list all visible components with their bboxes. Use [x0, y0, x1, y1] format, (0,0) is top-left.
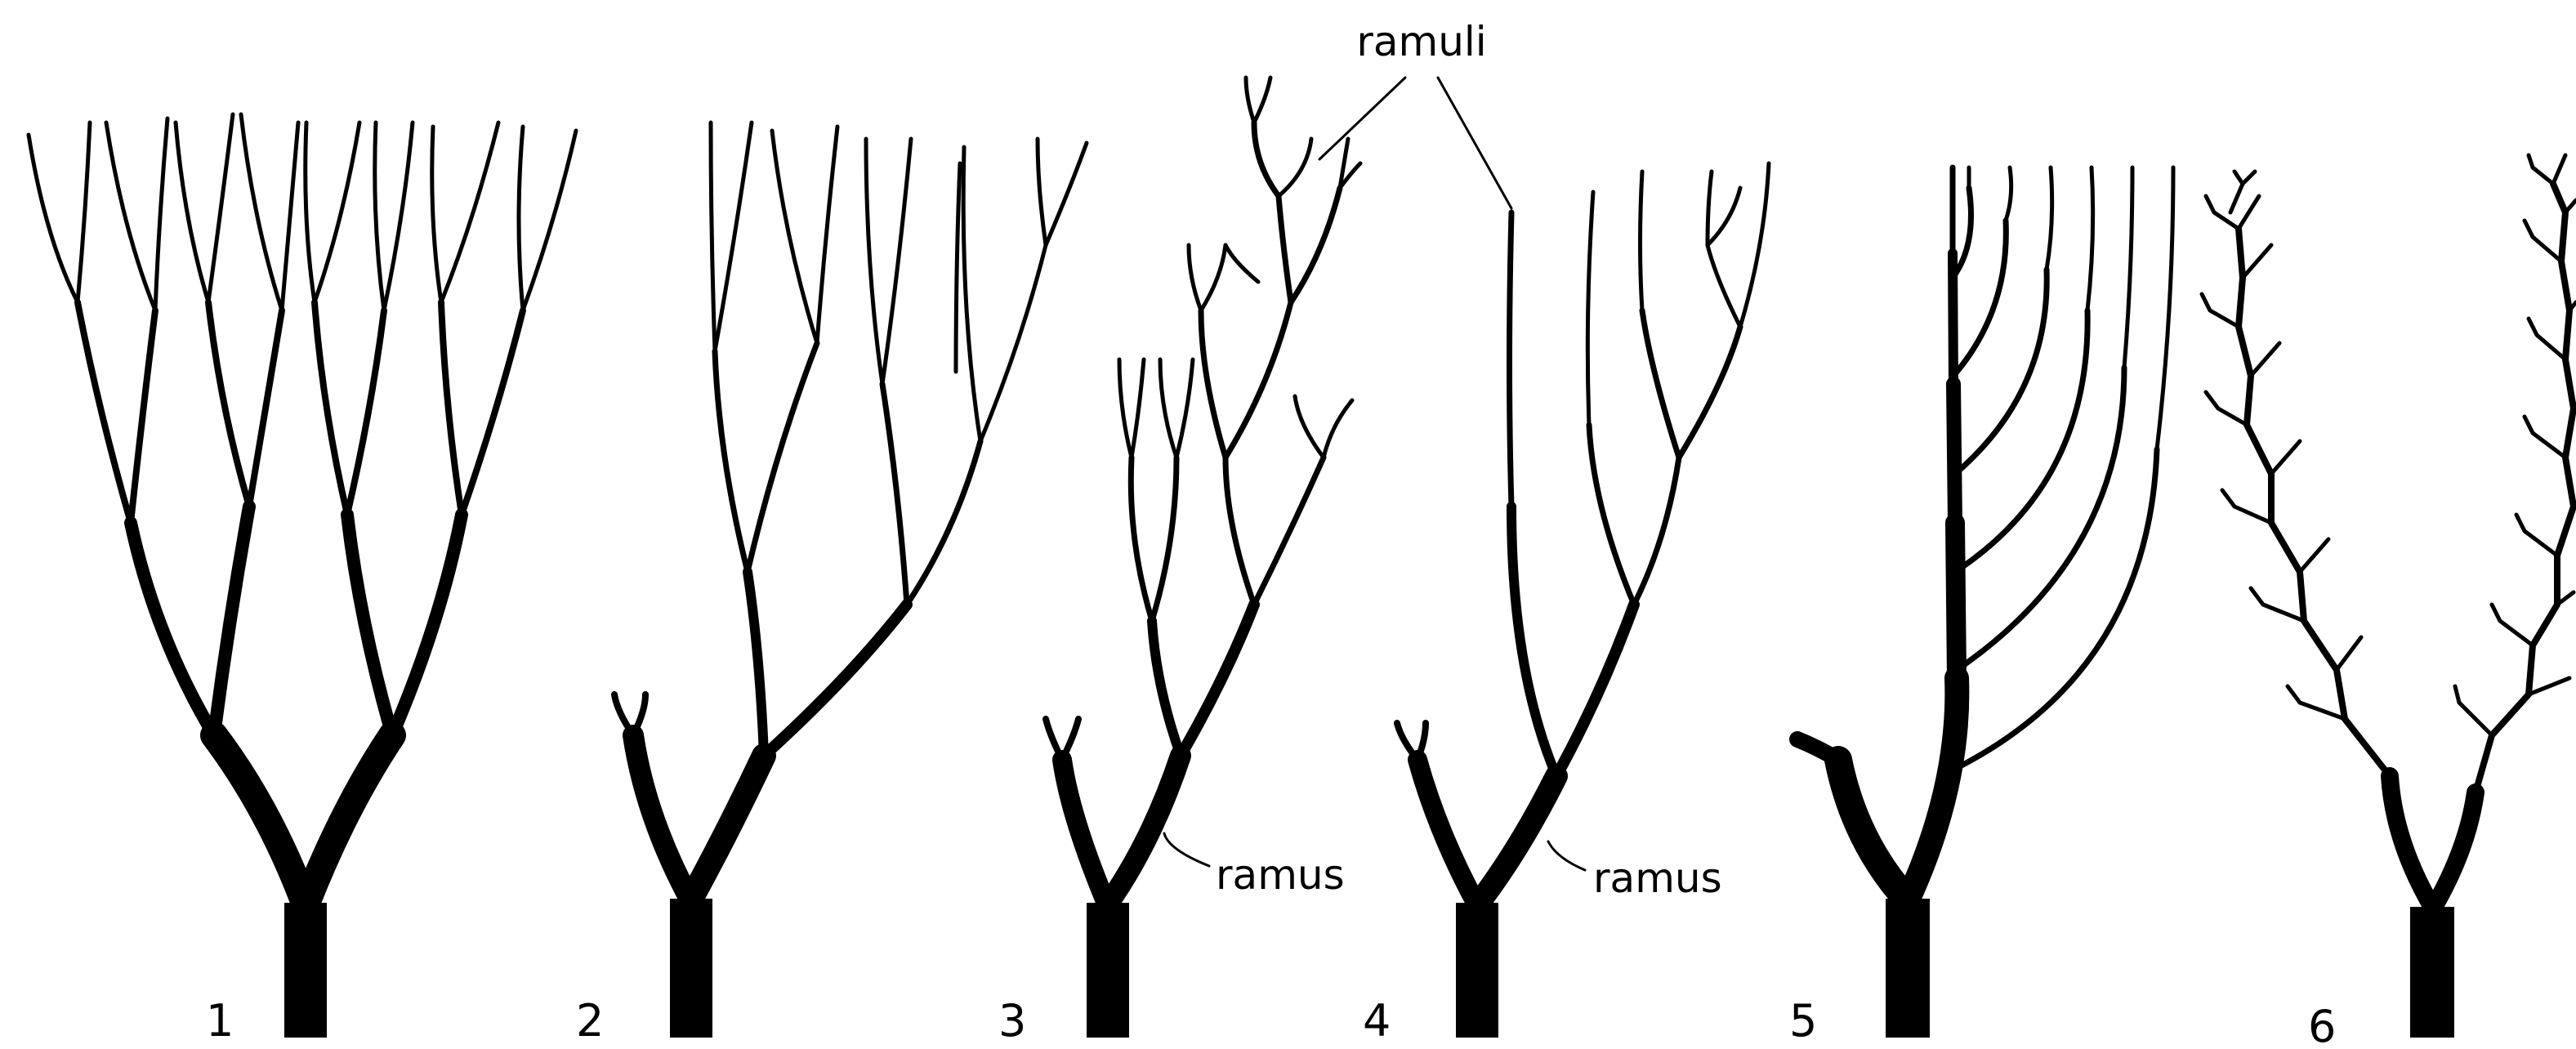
stem-2 — [670, 899, 712, 1038]
stem-5 — [1886, 899, 1930, 1038]
branch-diagram-1 — [29, 114, 576, 1038]
figure-number-1: 1 — [206, 995, 234, 1047]
ramuli-pointer-right — [1438, 78, 1511, 208]
ramus-pointer-4 — [1548, 841, 1585, 870]
figure-number-5: 5 — [1789, 995, 1817, 1047]
ramus-label-3: ramus — [1216, 851, 1345, 899]
branch-diagram-6 — [2202, 155, 2576, 1038]
figure-number-2: 2 — [576, 995, 604, 1047]
branch-diagram-2 — [614, 123, 1087, 1038]
stem-3 — [1087, 903, 1129, 1038]
stem-1 — [284, 903, 327, 1038]
ramus-label-4: ramus — [1593, 855, 1722, 902]
stem-4 — [1456, 903, 1498, 1038]
stem-6 — [2410, 907, 2454, 1038]
ramus-pointer-3 — [1164, 833, 1209, 866]
figure-number-4: 4 — [1363, 995, 1391, 1047]
figure-number-3: 3 — [998, 995, 1026, 1047]
ramuli-pointer-left — [1319, 78, 1405, 159]
figure-number-6: 6 — [2308, 1001, 2336, 1049]
branch-diagram-5 — [1797, 167, 2173, 1038]
branch-diagram-4 — [1397, 163, 1769, 1038]
ramuli-label: ramuli — [1356, 18, 1486, 65]
